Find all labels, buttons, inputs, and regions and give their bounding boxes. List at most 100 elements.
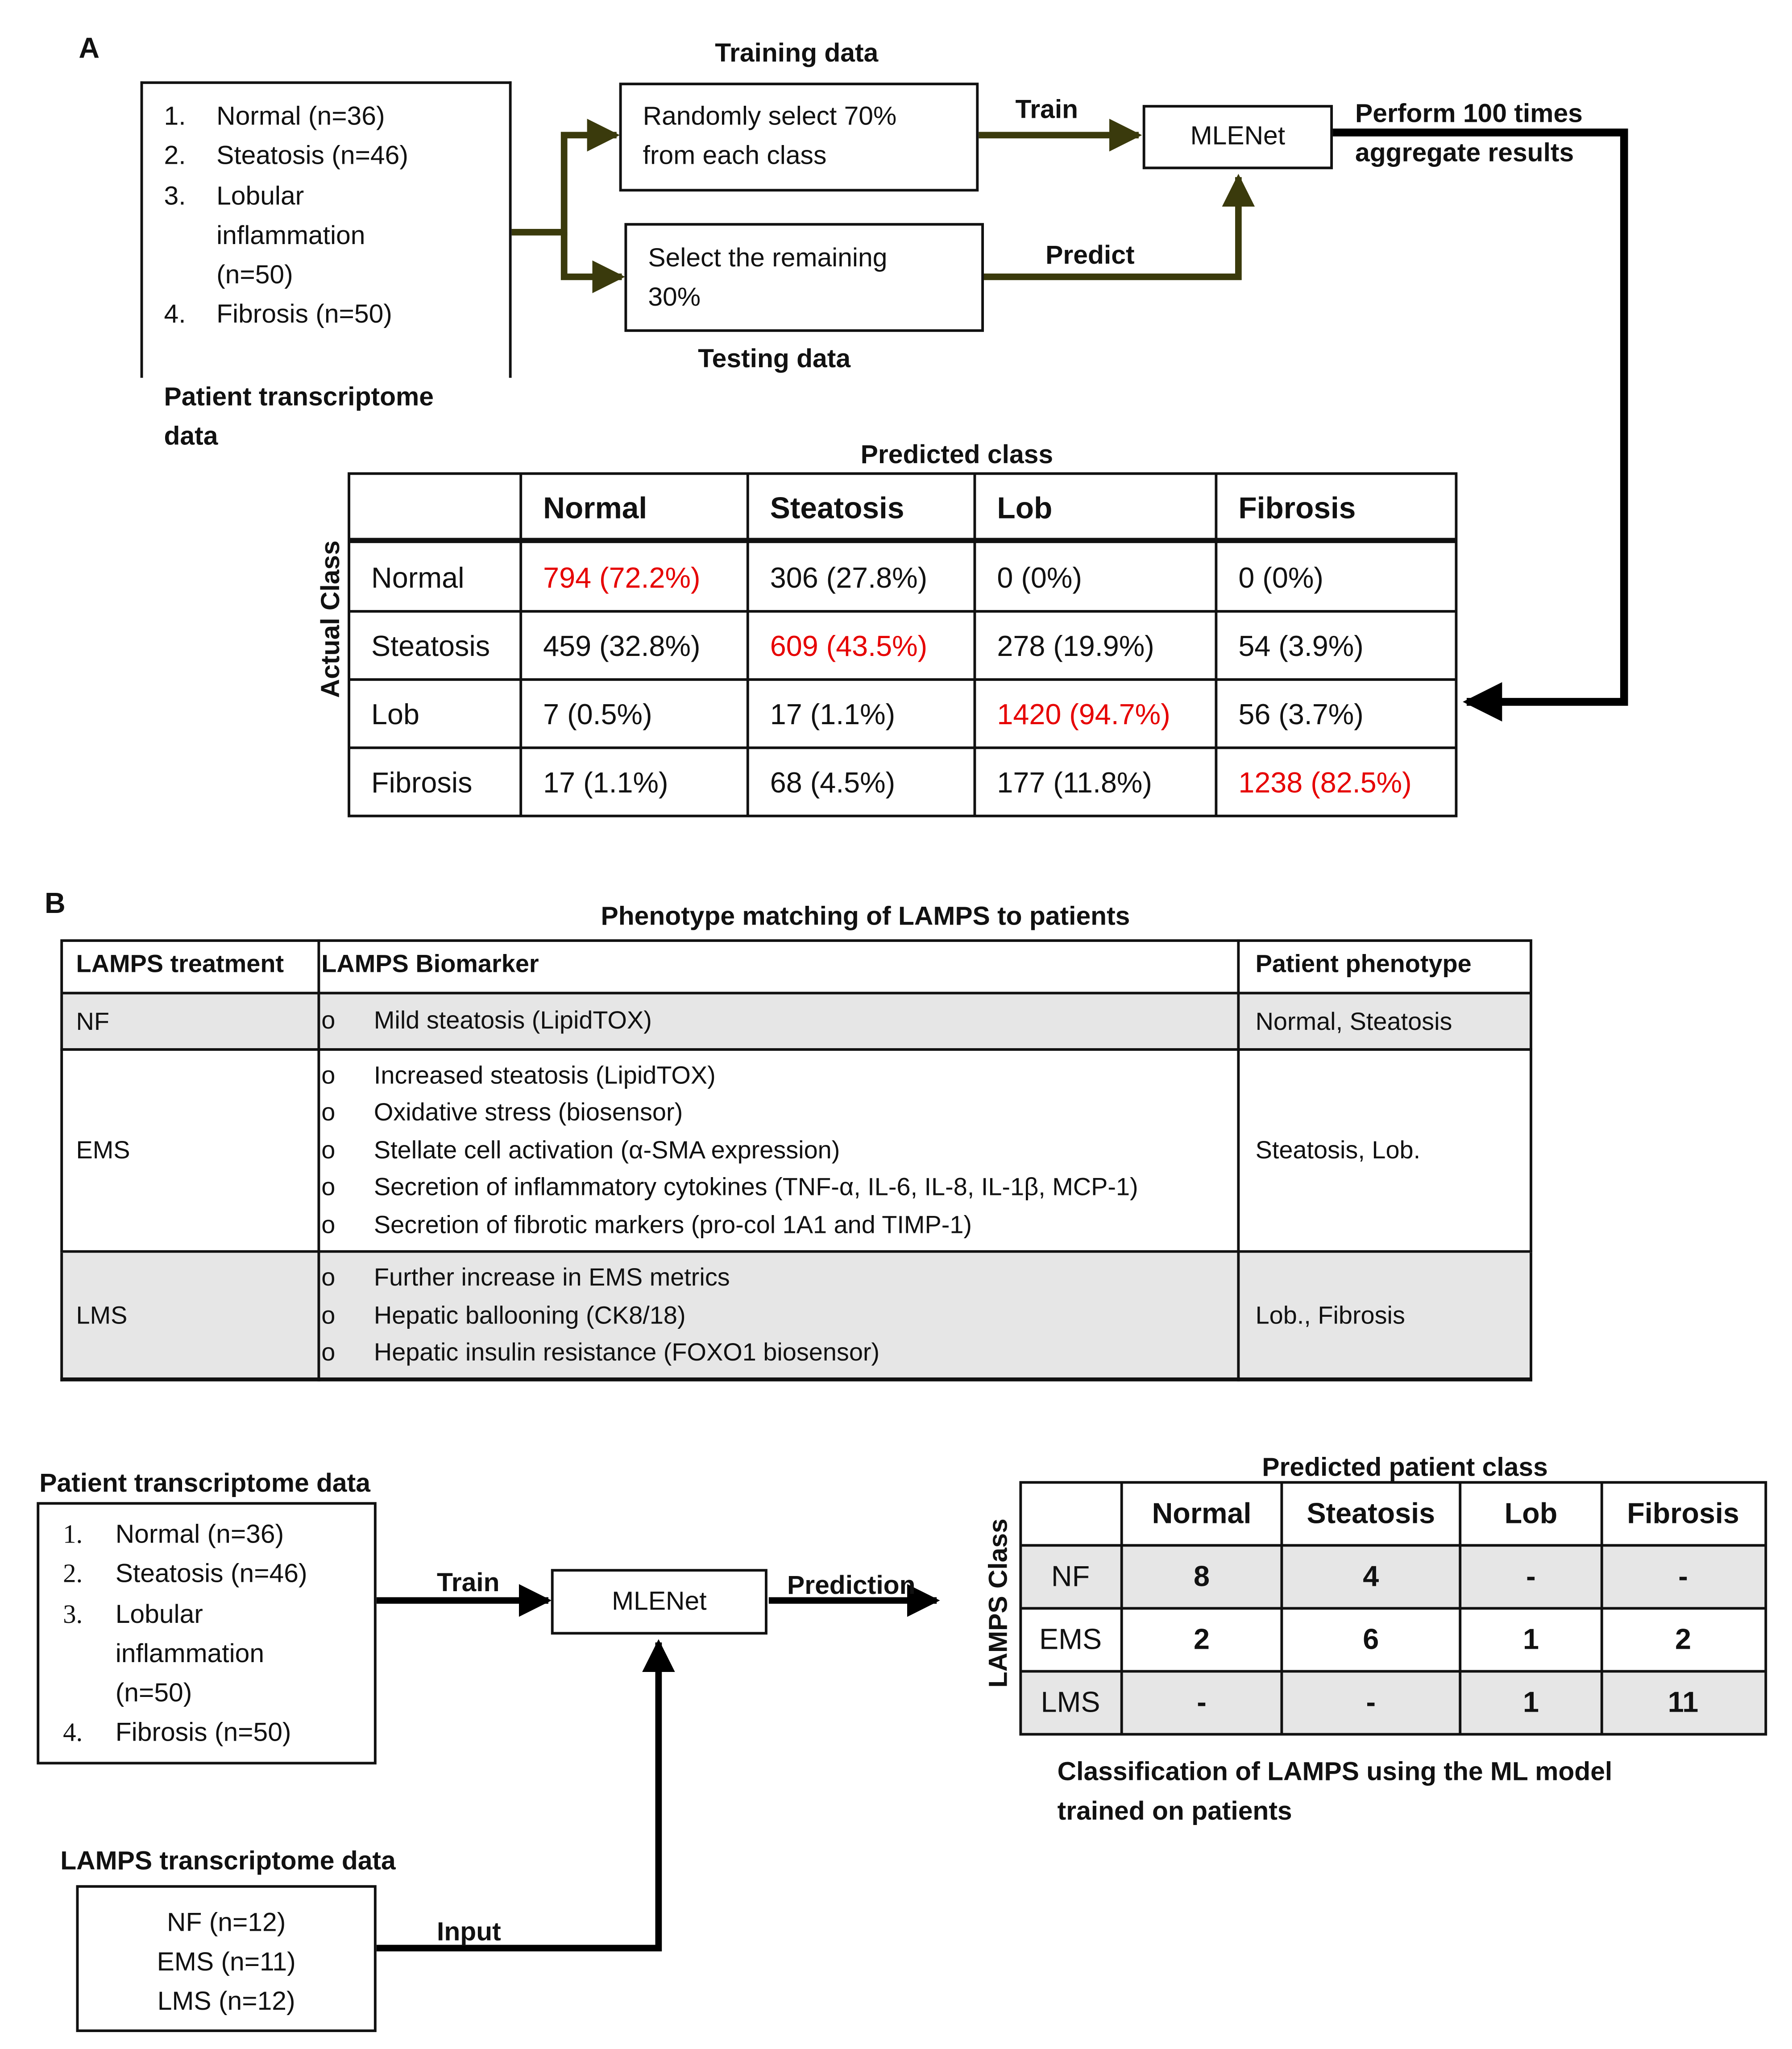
testing-box: Select the remaining 30% [624,223,984,332]
class-row-label: EMS [1039,1622,1102,1656]
column-divider [317,939,320,1381]
patient-caption-line1: Patient transcriptome [164,383,434,412]
patient-data-box: 1. Normal (n=36) 2.Steatosis (n=46)3.Lobul… [140,81,512,378]
table-row [60,1253,1532,1381]
input-label: Input [437,1918,501,1947]
matrix-row-label: Lob [371,698,419,731]
list-item-number: 2. [164,142,186,171]
list-item-number: 3. [63,1600,83,1629]
treatment-cell: NF [76,1008,109,1036]
matrix-a-grid [348,472,1458,817]
table-row [60,994,1532,1051]
biomarker-text: Secretion of inflammatory cytokines (TNF… [373,1174,1138,1202]
phenotype-cell: Lob., Fibrosis [1255,1302,1405,1331]
list-item: inflammation [63,1634,307,1674]
train-label: Train [1015,95,1079,125]
phenotype-table-title: Phenotype matching of LAMPS to patients [601,902,1130,932]
class-header: Normal [1152,1497,1252,1530]
class-cell: 4 [1363,1560,1379,1593]
list-item: 3.Lobular [164,177,408,216]
testing-box-line2: 30% [648,283,701,312]
bullet-icon: o [321,1211,336,1240]
list-item: 1.Normal (n=36) [63,1515,307,1555]
matrix-row-label: Fibrosis [371,766,473,799]
perform-caption: Perform 100 times aggregate results [1355,95,1583,173]
list-item-text: Normal (n=36) [216,102,385,131]
patient-caption-line2: data [164,422,218,452]
mlenet-box-b: MLENet [551,1569,767,1635]
list-item-number [63,1674,116,1714]
biomarker-text: Secretion of fibrotic markers (pro-col 1… [373,1211,972,1240]
matrix-cell: 459 (32.8%) [543,630,701,663]
list-item-text: (n=50) [115,1679,192,1709]
matrix-cell: 0 (0%) [997,561,1082,594]
class-cell: 2 [1675,1622,1692,1656]
list-item: 2.Steatosis (n=46) [63,1555,307,1595]
list-item-text: Steatosis (n=46) [115,1560,307,1589]
panel-a-label: A [79,31,100,65]
bullet-icon: o [321,1062,336,1090]
training-box-line1: Randomly select 70% [643,102,897,131]
list-item: inflammation [164,216,408,256]
patient-caption: Patient transcriptome data [164,378,434,456]
matrix-cell: 306 (27.8%) [770,561,928,594]
biomarker-text: Hepatic insulin resistance (FOXO1 biosen… [373,1340,880,1368]
testing-title: Testing data [698,345,851,374]
bullet-icon: o [321,1008,336,1036]
lower-arrows [376,1584,940,1952]
table-header-row [60,939,1532,995]
list-item: 2.Steatosis (n=46) [164,137,408,177]
class-row-label: NF [1051,1560,1090,1593]
matrix-cell: 1238 (82.5%) [1238,766,1412,799]
list-item-number: 1. [164,102,186,131]
class-cell: 8 [1194,1560,1210,1593]
perform-line1: Perform 100 times [1355,100,1583,129]
matrix-cell: 17 (1.1%) [543,766,668,799]
lamps-box: NF (n=12) EMS (n=11) LMS (n=12) [76,1885,377,2032]
table-row [60,1050,1532,1253]
list-item: (n=50) [63,1674,307,1714]
lamps-item: NF (n=12) [166,1908,286,1938]
patient-list-b: 1.Normal (n=36)2.Steatosis (n=46) 3. Lobul… [63,1515,307,1754]
matrix-cell: 278 (19.9%) [997,630,1154,663]
class-caption-line1: Classification of LAMPS using the ML mod… [1057,1758,1613,1787]
table-header-cell: LAMPS treatment [76,951,284,979]
training-title: Training data [715,39,879,68]
matrix-cell: 609 (43.5%) [770,630,928,663]
lamps-item: LMS (n=12) [157,1987,295,2016]
testing-box-line1: Select the remaining [648,244,888,273]
biomarker-item: o Secretion of fibrotic markers (pro-col … [321,1208,972,1245]
matrix-header: Fibrosis [1238,490,1356,525]
list-item-number [164,216,217,256]
row-shade [1022,1671,1765,1734]
matrix-cell: 56 (3.7%) [1238,698,1364,731]
biomarker-text: Oxidative stress (biosensor) [373,1099,683,1128]
list-item: 4.Fibrosis (n=50) [164,296,408,336]
class-cell: 1 [1522,1685,1539,1719]
matrix-cell: 54 (3.9%) [1238,630,1364,663]
list-item-text: Normal (n=36) [115,1520,284,1550]
biomarker-item: o Hepatic ballooning (CK8/18) [321,1298,685,1336]
bullet-icon: o [321,1099,336,1128]
matrix-cell: 794 (72.2%) [543,561,701,594]
treatment-cell: LMS [76,1302,128,1331]
biomarker-text: Hepatic ballooning (CK8/18) [373,1302,686,1330]
list-item: 3. Lobular [63,1595,307,1634]
class-caption-line2: trained on patients [1057,1797,1292,1826]
list-item-text: Lobular [115,1600,203,1629]
list-item-text: (n=50) [216,261,293,290]
class-cell: 1 [1522,1622,1539,1656]
matrix-cell: 1420 (94.7%) [997,698,1170,731]
aggregate-arrow [1333,129,1628,722]
matrix-cell: 17 (1.1%) [770,698,896,731]
training-box: Randomly select 70% from each class [619,83,979,192]
bullet-icon: o [321,1302,336,1330]
train-label-b: Train [437,1569,500,1598]
list-item-number: 3. [164,182,186,211]
